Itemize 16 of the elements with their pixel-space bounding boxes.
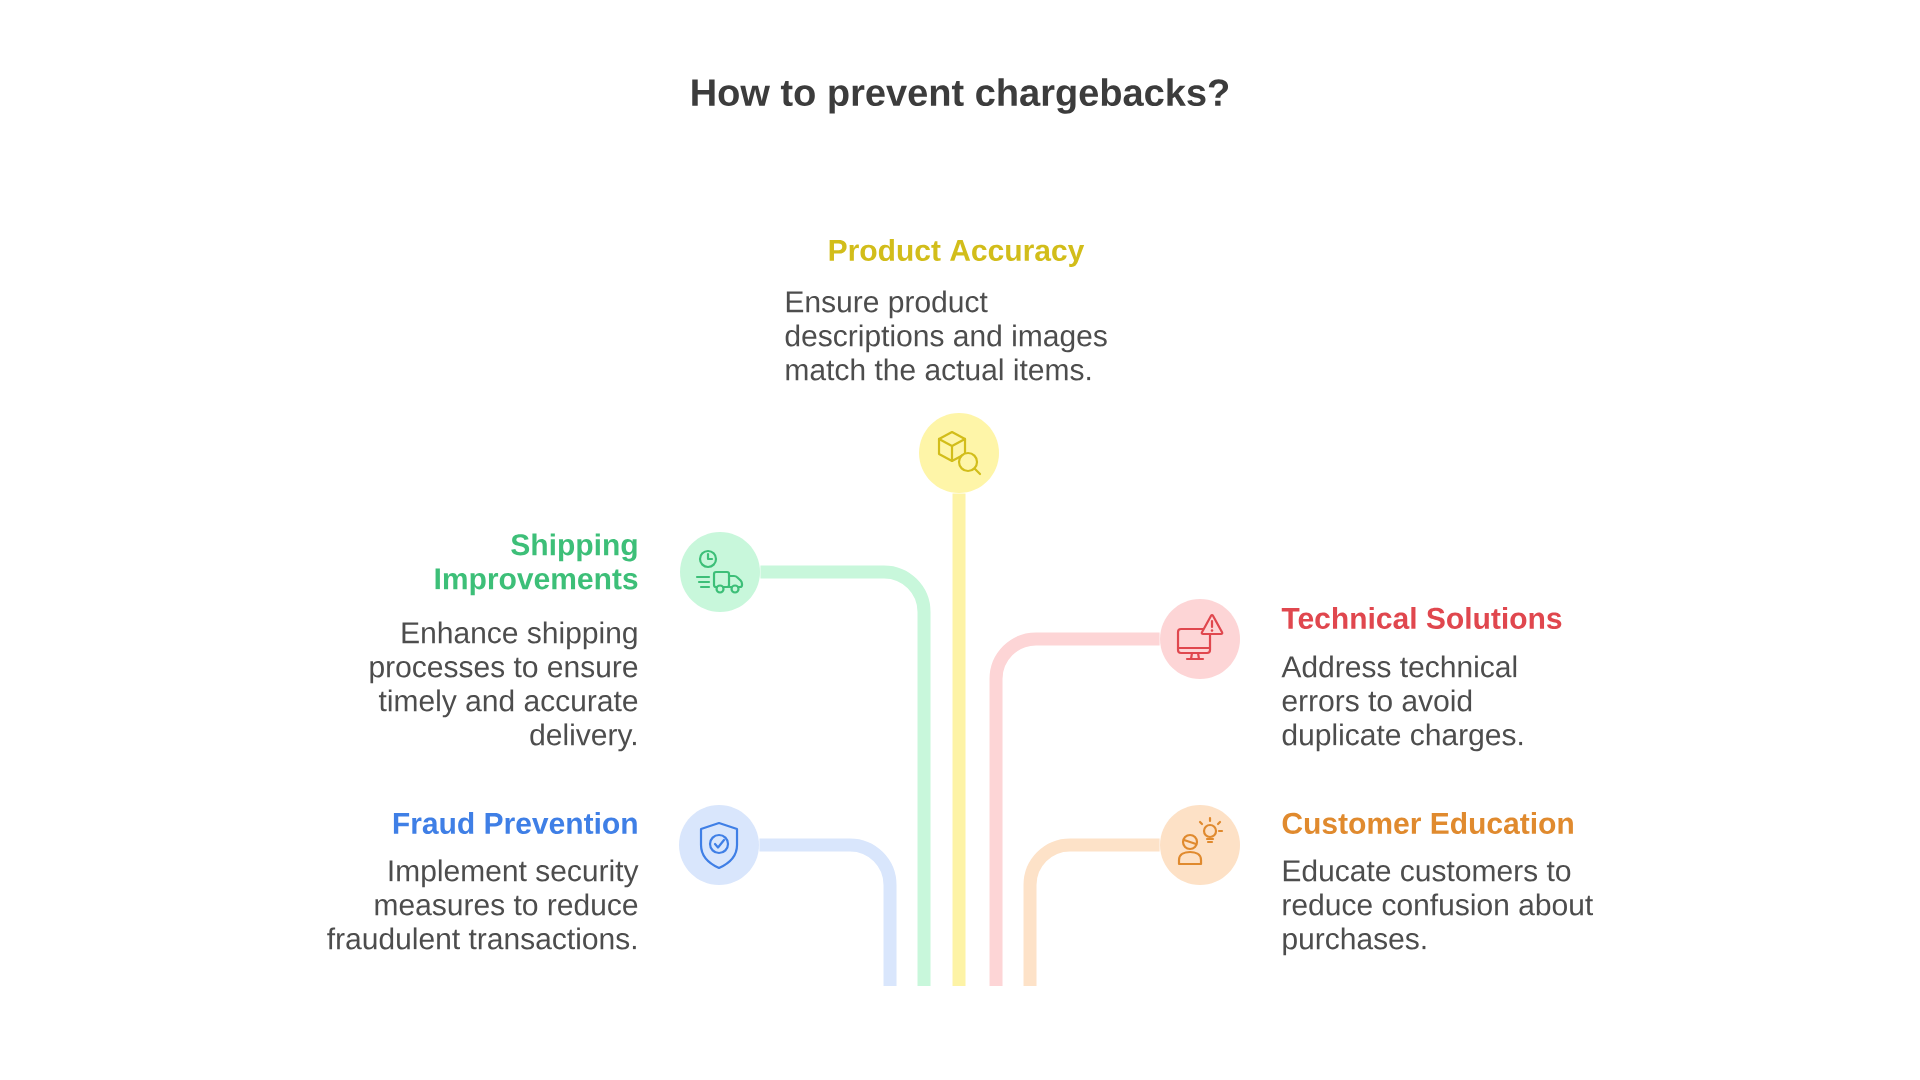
description: Enhance shipping processes to ensure timely and accurate delivery. xyxy=(370,621,638,752)
description: Address technical errors to avoid duplicate charges. xyxy=(1281,655,1523,752)
description: Implement security measures to reduce fraudulent transactions. xyxy=(327,859,639,950)
connector-line xyxy=(759,838,897,986)
heading: Product Accuracy xyxy=(829,239,1085,267)
heading: Technical Solutions xyxy=(1281,607,1562,629)
description: Ensure product descriptions and images match the actual items. xyxy=(785,290,1107,381)
heading: Fraud Prevention xyxy=(393,812,637,834)
connector-line xyxy=(1023,838,1160,986)
connector-line xyxy=(952,493,966,986)
description: Educate customers to reduce confusion about purchases. xyxy=(1283,859,1593,956)
heading: Customer Education xyxy=(1282,812,1573,834)
title: How to prevent chargebacks? xyxy=(692,78,1229,114)
connector-line xyxy=(989,632,1160,986)
heading: Shipping Improvements xyxy=(435,533,638,596)
connector-line xyxy=(760,565,931,986)
